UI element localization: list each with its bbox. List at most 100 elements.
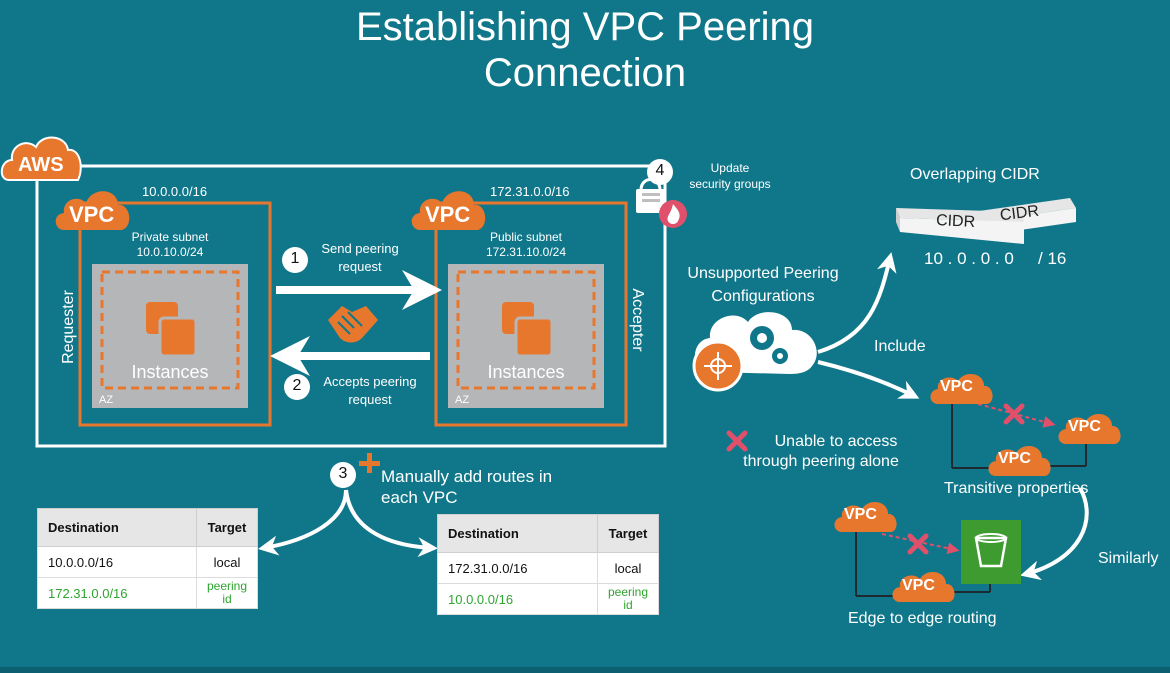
aws-badge-label: AWS	[18, 154, 64, 176]
requester-cidr: 10.0.0.0/16	[142, 184, 208, 199]
aws-region-frame	[35, 164, 667, 448]
similarly-arrow	[1020, 487, 1089, 581]
requester-subnet-cidr: 10.0.10.0/24	[136, 245, 204, 259]
aws-cloud-badge	[0, 136, 82, 181]
accepter-subnet-cidr: 172.31.10.0/24	[485, 245, 567, 259]
step-3-label: Manually add routes in each VPC	[381, 466, 552, 508]
route-target: local	[195, 546, 259, 578]
table-row: 172.31.0.0/16 peering id	[37, 577, 259, 609]
accepter-subnet-name: Public subnet	[489, 230, 563, 244]
step-1-number: 1	[290, 250, 300, 267]
security-group-icon	[636, 178, 687, 228]
edge-vpc-b-icon	[892, 571, 955, 602]
route-target: local	[596, 552, 660, 584]
unable-line-1: Unable to access	[774, 433, 898, 450]
requester-vpc-cloud-icon	[55, 191, 130, 230]
route-table-requester: Destination Target 10.0.0.0/16 local 172…	[37, 508, 259, 609]
title-line-1: Establishing VPC Peering	[355, 5, 815, 49]
requester-vpc-box	[78, 201, 272, 427]
route-destination: 172.31.0.0/16	[37, 577, 197, 609]
column-header-destination: Destination	[437, 514, 598, 553]
requester-subnet-label: Private subnet 10.0.10.0/24	[110, 230, 230, 260]
bottom-bar	[0, 667, 1170, 673]
transitive-vpc-a-label: VPC	[940, 378, 973, 395]
edge-vpc-a-label: VPC	[844, 506, 877, 523]
table-header-row: Destination Target	[437, 514, 660, 553]
route-table-accepter: Destination Target 172.31.0.0/16 local 1…	[437, 514, 660, 615]
overlapping-cidr-title: Overlapping CIDR	[910, 166, 1040, 183]
route-arrow-left	[258, 489, 348, 556]
transitive-vpc-c-label: VPC	[998, 450, 1031, 467]
column-header-destination: Destination	[37, 508, 197, 547]
step-2-line-1: Accepts peering	[323, 374, 417, 389]
requester-vpc-badge-label: VPC	[69, 202, 115, 227]
step-2-label: Accepts peering request	[310, 373, 430, 409]
step-2-line-2: request	[348, 392, 392, 407]
step-1-label: Send peering request	[305, 240, 415, 276]
step-4-label: Update security groups	[670, 160, 790, 192]
route-target: peering id	[596, 583, 660, 615]
unable-x-icon	[726, 430, 748, 452]
route-destination: 172.31.0.0/16	[437, 552, 598, 584]
step-2-circle	[284, 374, 310, 400]
table-header-row: Destination Target	[37, 508, 259, 547]
unsupported-line-2: Configurations	[711, 288, 815, 305]
accepter-instances-icon	[502, 302, 554, 358]
cidr-mask: / 16	[1038, 249, 1067, 268]
requester-az-dashed	[100, 270, 240, 390]
cidr-blocks-icon	[896, 198, 1076, 244]
table-row: 172.31.0.0/16 local	[437, 552, 660, 584]
handshake-icon	[328, 306, 378, 343]
requester-az-label: AZ	[99, 394, 114, 406]
transitive-vpc-c-icon	[988, 445, 1051, 476]
step-1-line-2: request	[338, 259, 382, 274]
edge-vpc-b-label: VPC	[902, 577, 935, 594]
arrow-to-overlapping	[817, 252, 897, 354]
step-1-line-1: Send peering	[321, 241, 399, 256]
requester-side-label: Requester	[60, 290, 77, 364]
step-4-line-2: security groups	[689, 177, 771, 191]
accepter-az-dashed	[456, 270, 596, 390]
step-3-number: 3	[338, 465, 348, 482]
accepter-vpc-badge-label: VPC	[425, 202, 471, 227]
accepter-cidr: 172.31.0.0/16	[490, 184, 570, 199]
route-destination: 10.0.0.0/16	[37, 546, 197, 578]
page-title: Establishing VPC Peering Connection	[0, 4, 1170, 96]
title-line-2: Connection	[483, 51, 687, 95]
unsupported-line-1: Unsupported Peering	[687, 265, 839, 282]
similarly-label: Similarly	[1098, 550, 1159, 567]
route-target-line-1: peering	[607, 585, 648, 599]
step-4-number: 4	[655, 162, 665, 179]
requester-instances-icon	[146, 302, 198, 358]
route-arrow-right	[344, 489, 438, 558]
table-row: 10.0.0.0/16 local	[37, 546, 259, 578]
edge-label: Edge to edge routing	[848, 610, 997, 627]
requester-subnet-name: Private subnet	[131, 230, 209, 244]
column-header-target: Target	[195, 508, 259, 547]
cidr-block-label-front: CIDR	[935, 211, 976, 232]
accepter-vpc-cloud-icon	[411, 191, 486, 230]
edge-vpc-a-icon	[834, 501, 897, 532]
include-label: Include	[874, 338, 926, 355]
transitive-vpc-a-icon	[930, 373, 993, 404]
step-4-line-1: Update	[710, 161, 750, 175]
unable-label: Unable to access through peering alone	[716, 432, 926, 472]
accepter-instances-label: Instances	[487, 362, 565, 382]
accepter-az-label: AZ	[455, 394, 470, 406]
s3-bucket-icon	[961, 520, 1021, 584]
route-target-line-2: id	[623, 598, 633, 612]
accepter-vpc-box	[434, 201, 628, 427]
transitive-deny-x-icon	[1003, 403, 1025, 425]
step-1-circle	[282, 247, 308, 273]
route-target: peering id	[195, 577, 259, 609]
edge-deny-x-icon	[907, 533, 929, 555]
arrow-to-transitive	[817, 360, 920, 399]
route-target-line-1: peering	[206, 579, 247, 593]
transitive-vpc-b-label: VPC	[1068, 418, 1101, 435]
transitive-vpc-b-icon	[1058, 413, 1121, 444]
step-3-line-2: each VPC	[381, 488, 458, 507]
step-3-line-1: Manually add routes in	[381, 467, 553, 486]
table-row: 10.0.0.0/16 peering id	[437, 583, 660, 615]
step-2-number: 2	[292, 377, 302, 394]
